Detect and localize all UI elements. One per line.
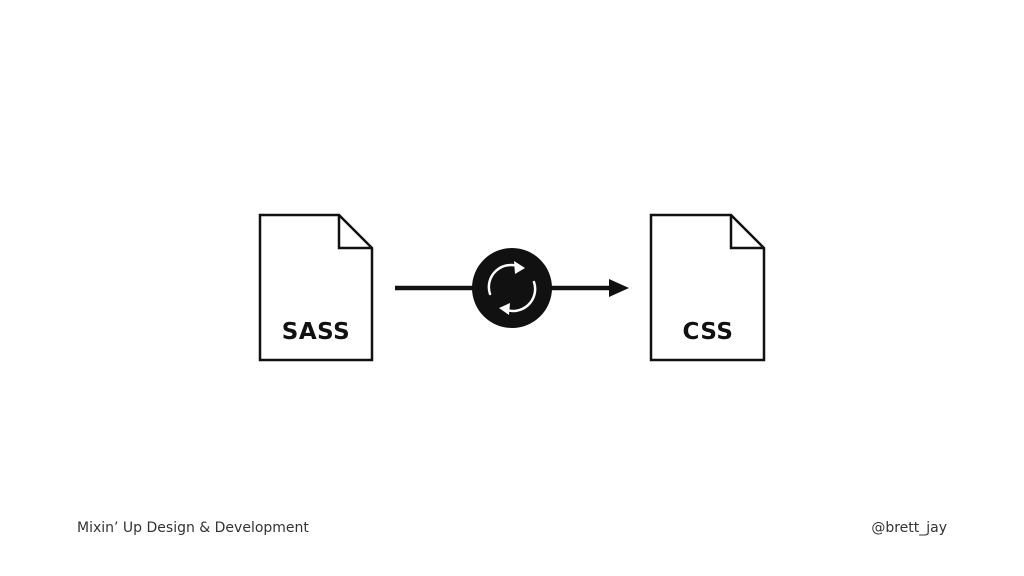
arrow-head-icon [609, 279, 629, 297]
process-circle [472, 248, 552, 328]
target-file: CSS [649, 213, 766, 362]
refresh-icon [487, 261, 537, 315]
footer-handle: @brett_jay [871, 520, 947, 536]
document-icon [649, 213, 766, 362]
document-icon [258, 213, 374, 362]
target-file-label: CSS [683, 319, 734, 345]
footer-title: Mixin’ Up Design & Development [77, 520, 309, 536]
document-fold [337, 215, 372, 250]
process-node [472, 248, 552, 328]
document-fold [729, 215, 764, 250]
source-file-label: SASS [282, 319, 350, 345]
source-file: SASS [258, 213, 374, 362]
